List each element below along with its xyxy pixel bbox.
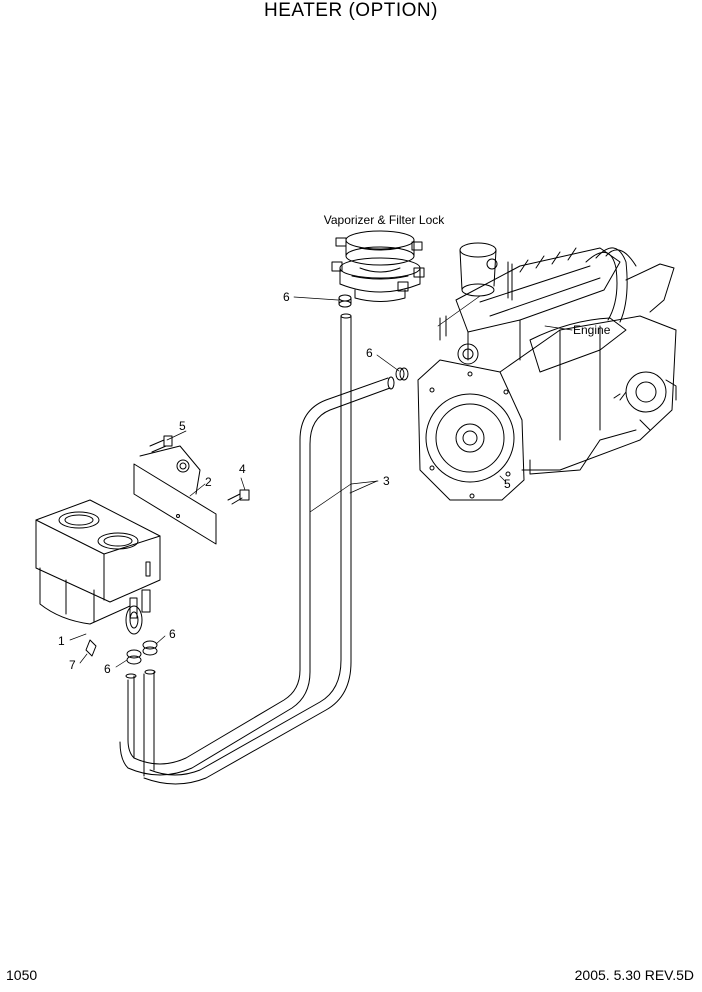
callout-6-vaporizer: 6 <box>283 290 290 304</box>
heater-unit <box>35 499 161 657</box>
hose-clamp-heater-left <box>126 649 142 665</box>
leader-lines <box>69 295 573 668</box>
mounting-bracket <box>133 445 217 545</box>
callout-6-heater-left: 6 <box>104 662 111 676</box>
callout-6-engine: 6 <box>366 346 373 360</box>
callout-7: 7 <box>69 658 76 672</box>
callout-2: 2 <box>205 475 212 489</box>
hose-clamp-vaporizer <box>338 294 352 308</box>
callout-3: 3 <box>383 474 390 488</box>
bolt <box>227 489 250 505</box>
callout-4: 4 <box>239 462 246 476</box>
heater-hose <box>119 313 395 785</box>
page-number: 1050 <box>6 967 38 983</box>
callout-5-bracket: 5 <box>179 419 186 433</box>
engine-label: Engine <box>573 323 611 337</box>
page-title: HEATER (OPTION) <box>264 0 438 21</box>
revision-date: 2005. 5.30 REV.5D <box>574 967 694 983</box>
callout-5-engine: 5 <box>504 477 511 491</box>
callout-1: 1 <box>58 634 65 648</box>
vaporizer-filter-lock <box>331 230 425 302</box>
bolt-bracket <box>149 435 173 453</box>
hose-clamp-engine <box>395 367 409 381</box>
engine <box>417 242 677 501</box>
vaporizer-label: Vaporizer & Filter Lock <box>324 213 445 227</box>
callout-6-heater-right: 6 <box>169 627 176 641</box>
hose-clamp-heater-right <box>142 640 158 656</box>
